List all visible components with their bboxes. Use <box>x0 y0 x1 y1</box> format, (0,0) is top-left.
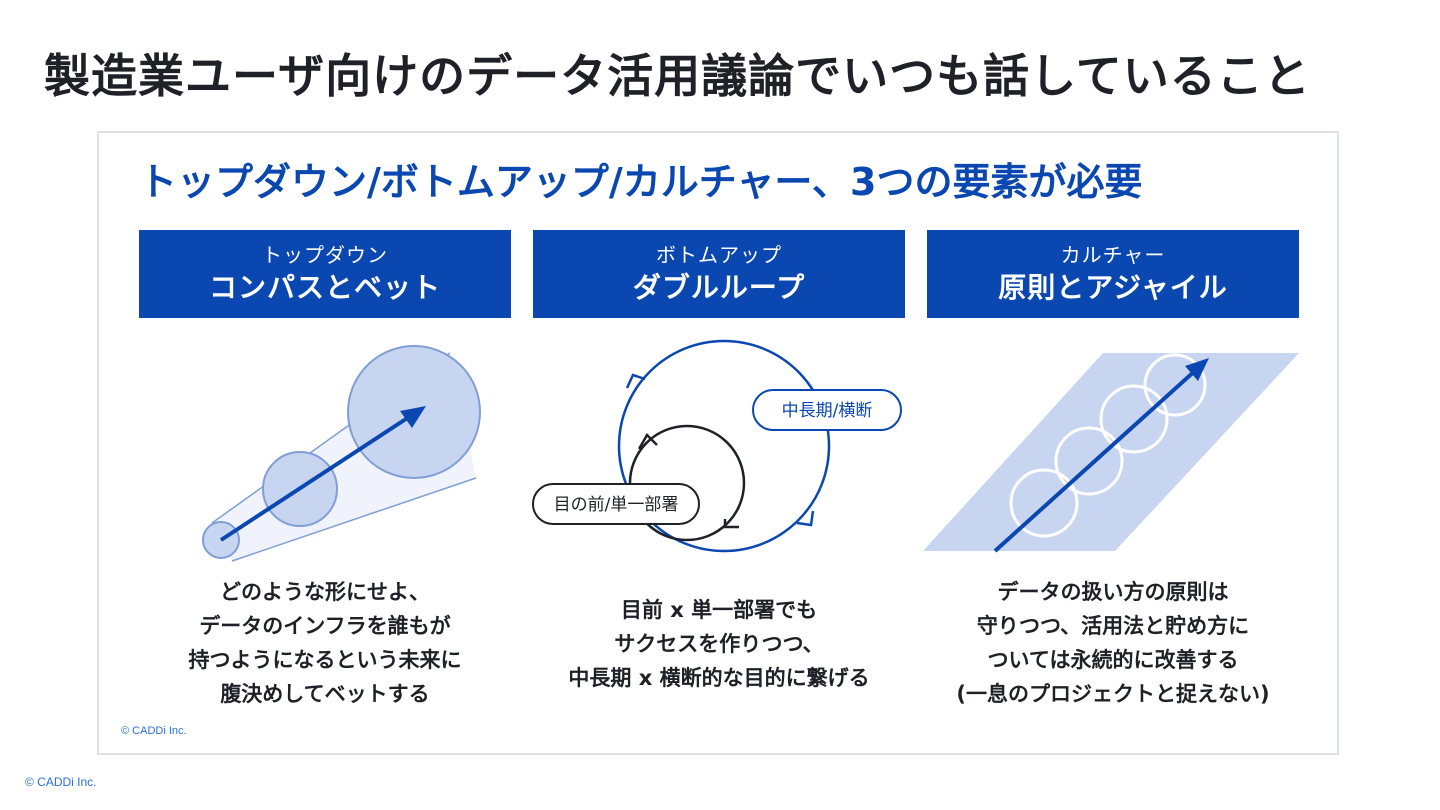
inner-loop-label-box <box>532 483 700 525</box>
inner-loop-label: 目の前/単一部署 <box>554 495 679 515</box>
page-copyright: © CADDi Inc. <box>25 775 97 789</box>
outer-loop-arrow-top <box>625 373 646 389</box>
outer-loop-arrow-bottom <box>796 510 815 527</box>
outer-loop-label-box <box>752 389 902 431</box>
agile-arrow-head <box>1185 358 1209 381</box>
outer-loop <box>617 339 831 553</box>
pillar-description-topdown: どのような形にせよ、 データのインフラを誰もが 持つようになるという未来に 腹決… <box>188 580 462 706</box>
agile-arrow-shaft <box>993 367 1199 553</box>
bet-arrow-head <box>400 406 426 428</box>
pillar-title: ダブルループ <box>632 271 806 304</box>
pillar-description-bottomup: 目前 x 単一部署でも サクセスを作りつつ、 中長期 x 横断的な目的に繋げる <box>568 598 870 690</box>
agile-loop-2 <box>1054 426 1124 496</box>
inner-loop-arrow-bottom <box>723 519 739 529</box>
content-panel: トップダウン/ボトムアップ/カルチャー、3つの要素が必要 トップダウン コンパス… <box>97 131 1339 755</box>
agile-loop-1 <box>1009 468 1079 538</box>
compass-bet-illustration <box>202 345 481 562</box>
principle-band <box>923 353 1299 551</box>
page-title: 製造業ユーザ向けのデータ活用議論でいつも話していること <box>44 49 1311 103</box>
double-loop-illustration: 中長期/横断 目の前/単一部署 <box>532 339 902 553</box>
outer-loop-label: 中長期/横断 <box>782 401 873 421</box>
pillar-description-culture: データの扱い方の原則は 守りつつ、活用法と貯め方に ついては永続的に改善する (… <box>956 580 1270 706</box>
pillar-subtitle: ボトムアップ <box>656 243 782 267</box>
cone-edge-lower <box>231 477 477 562</box>
pillar-header-bottomup: ボトムアップ ダブルループ <box>533 230 905 318</box>
inner-loop-arrow-top <box>637 432 658 450</box>
bet-arrow-shaft <box>219 413 414 542</box>
pillar-title: 原則とアジャイル <box>998 271 1228 304</box>
pillar-subtitle: トップダウン <box>262 243 388 267</box>
agile-loop-4 <box>1143 353 1207 417</box>
pillar-header-topdown: トップダウン コンパスとベット <box>139 230 511 318</box>
panel-heading: トップダウン/ボトムアップ/カルチャー、3つの要素が必要 <box>139 160 1143 204</box>
pillar-header-culture: カルチャー 原則とアジャイル <box>927 230 1299 318</box>
pillar-title: コンパスとベット <box>208 271 441 304</box>
agile-spiral-illustration <box>923 353 1299 553</box>
agile-loop-3 <box>1099 384 1169 454</box>
panel-copyright: © CADDi Inc. <box>121 725 187 737</box>
pillar-subtitle: カルチャー <box>1060 243 1166 267</box>
